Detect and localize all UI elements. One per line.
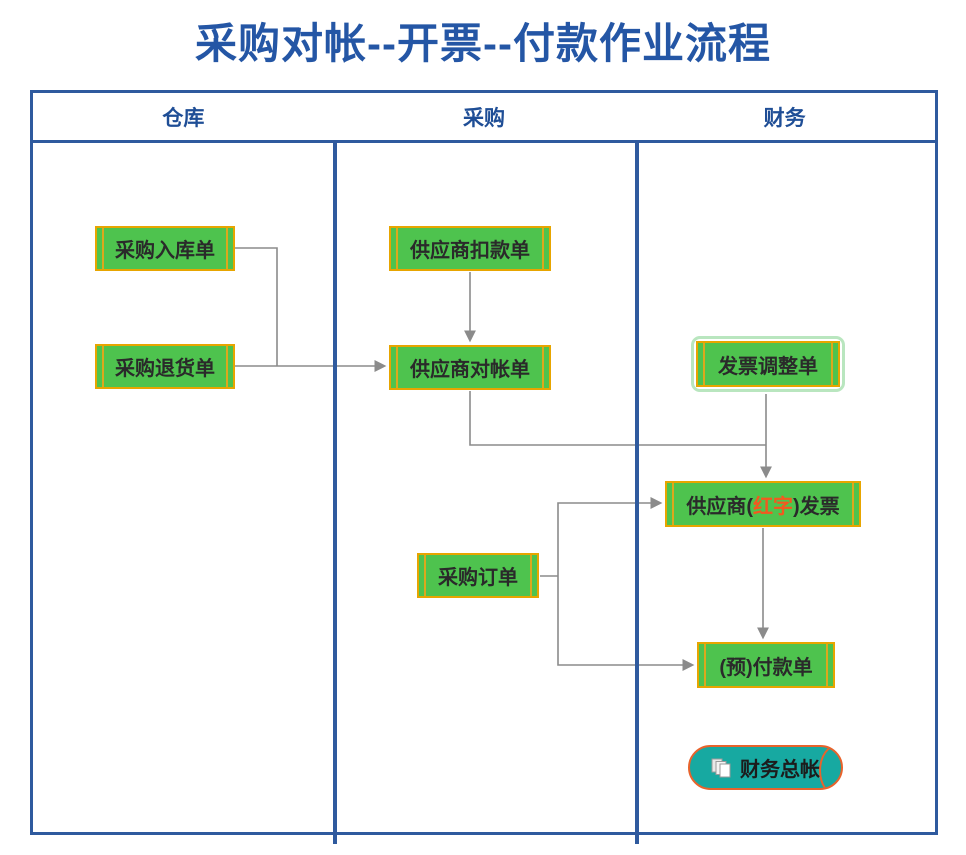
node-supplier-red-invoice-label: 供应商(红字)发票: [686, 495, 840, 518]
lane-header-purchasing: 采购: [463, 106, 505, 130]
node-purchase-order-label: 采购订单: [438, 567, 518, 589]
node-supplier-deduction-label: 供应商扣款单: [410, 240, 530, 262]
node-supplier-deduction[interactable]: 供应商扣款单: [389, 226, 551, 271]
stacked-pages-icon: [711, 758, 731, 777]
red-letter-text: 红字: [753, 495, 793, 518]
lane-header-row: 仓库 采购 财务: [33, 93, 935, 143]
node-invoice-adjustment-label: 发票调整单: [718, 355, 818, 378]
lane-divider-2: [635, 140, 639, 844]
node-general-ledger-label: 财务总帐: [740, 759, 820, 781]
node-purchase-receipt-label: 采购入库单: [115, 240, 215, 262]
node-invoice-adjustment[interactable]: 发票调整单: [696, 341, 840, 387]
node-invoice-adjustment-highlight: 发票调整单: [691, 336, 845, 392]
node-purchase-return[interactable]: 采购退货单: [95, 344, 235, 389]
node-supplier-statement-label: 供应商对帐单: [410, 359, 530, 381]
page-title: 采购对帐--开票--付款作业流程: [195, 20, 771, 67]
node-supplier-statement[interactable]: 供应商对帐单: [389, 345, 551, 390]
lane-header-finance: 财务: [763, 106, 806, 130]
flowchart-frame: 仓库 采购 财务: [30, 90, 938, 835]
node-purchase-return-label: 采购退货单: [115, 358, 215, 380]
lane-divider-1: [333, 140, 337, 844]
node-supplier-red-invoice[interactable]: 供应商(红字)发票: [665, 481, 861, 527]
node-prepayment[interactable]: (预)付款单: [697, 642, 835, 688]
node-purchase-order[interactable]: 采购订单: [417, 553, 539, 598]
lane-header-warehouse: 仓库: [162, 106, 205, 130]
node-prepayment-label: (预)付款单: [719, 656, 813, 679]
node-purchase-receipt[interactable]: 采购入库单: [95, 226, 235, 271]
node-general-ledger[interactable]: 财务总帐: [688, 745, 843, 790]
